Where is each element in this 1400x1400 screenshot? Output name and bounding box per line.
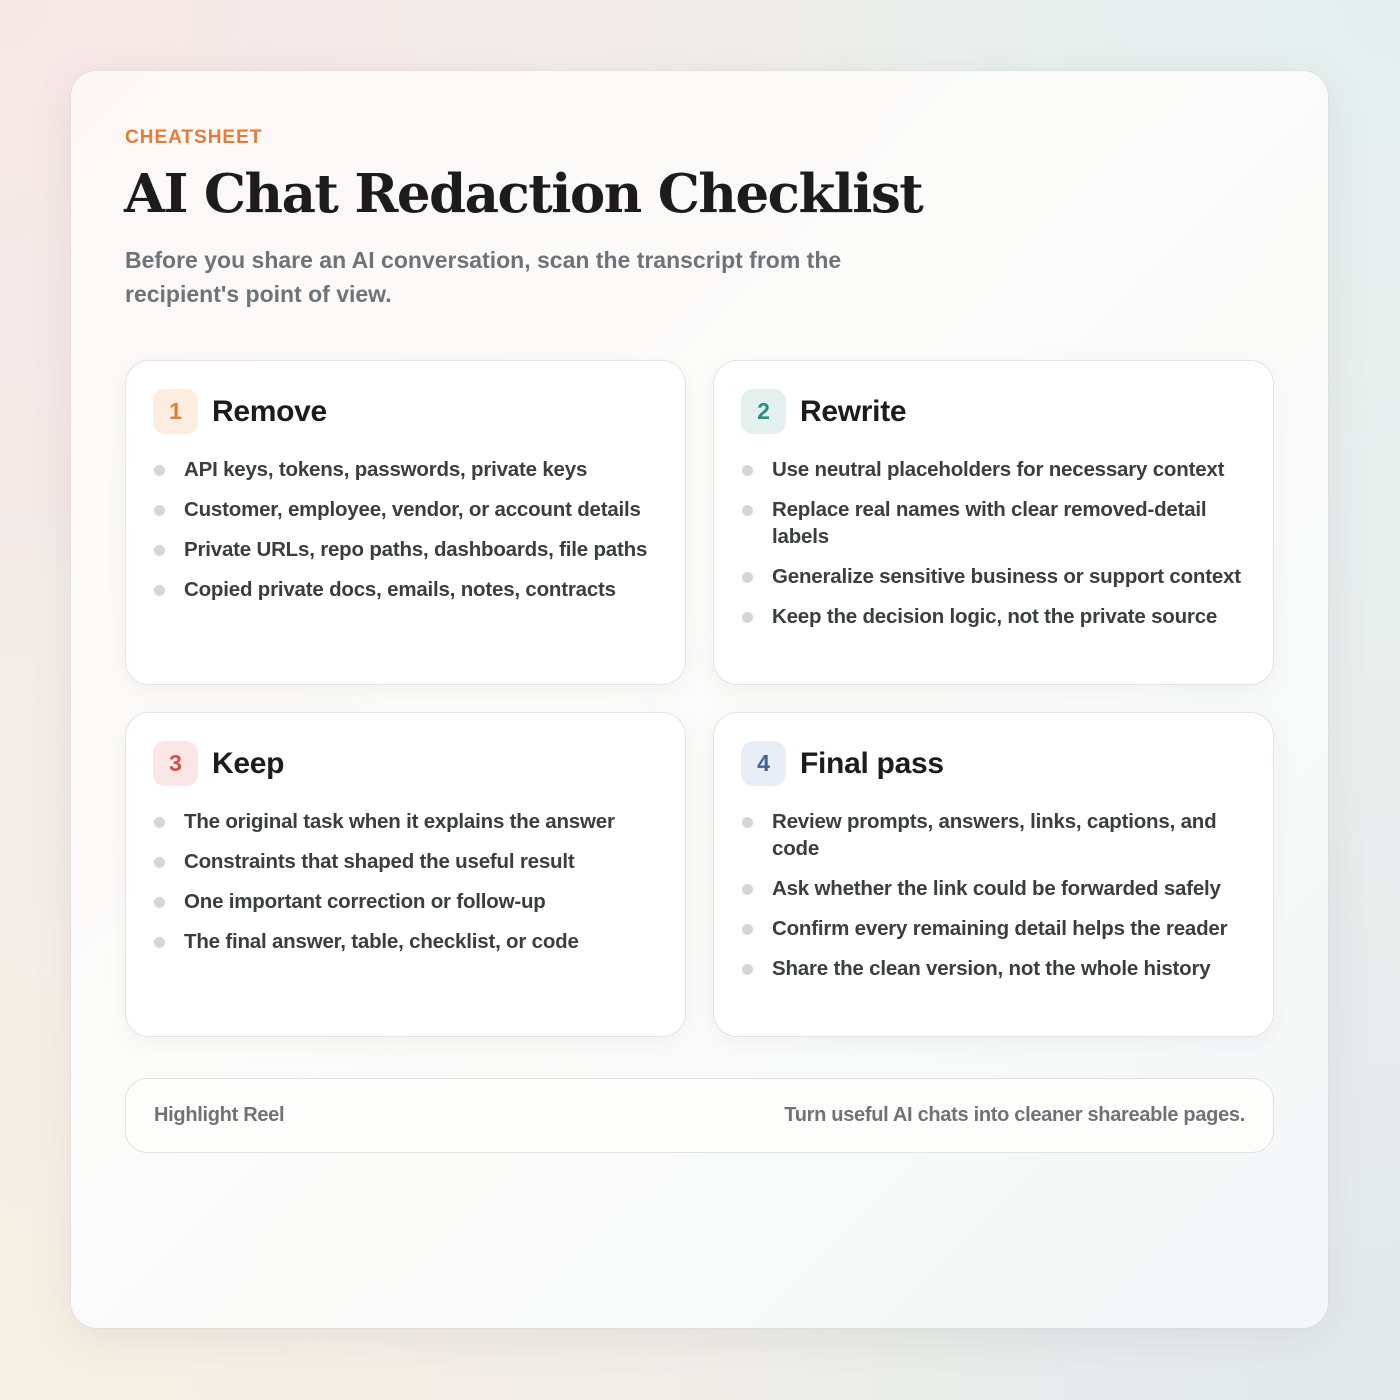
bullet-icon (742, 505, 753, 516)
checklist-item-text: Share the clean version, not the whole h… (772, 957, 1211, 980)
bullet-icon (742, 465, 753, 476)
checklist-item-text: Keep the decision logic, not the private… (772, 605, 1218, 628)
checklist: API keys, tokens, passwords, private key… (153, 456, 663, 616)
bullet-icon (154, 897, 165, 908)
section-title: Rewrite (800, 394, 907, 428)
checklist-item: Confirm every remaining detail helps the… (741, 915, 1251, 942)
bullet-icon (154, 817, 165, 828)
checklist-item-text: Confirm every remaining detail helps the… (772, 917, 1228, 940)
section-card-final-pass: 4 Final pass Review prompts, answers, li… (713, 712, 1274, 1037)
bullet-icon (742, 964, 753, 975)
section-header: 4 Final pass (741, 741, 944, 786)
eyebrow-label: CHEATSHEET (125, 127, 263, 148)
bullet-icon (742, 884, 753, 895)
checklist-item-text: Copied private docs, emails, notes, cont… (184, 578, 616, 601)
checklist-item-text: Private URLs, repo paths, dashboards, fi… (184, 538, 648, 561)
page-subtitle: Before you share an AI conversation, sca… (125, 247, 842, 307)
checklist-item-text: Customer, employee, vendor, or account d… (184, 498, 641, 521)
section-title: Remove (212, 394, 327, 428)
section-header: 3 Keep (153, 741, 284, 786)
page-title: AI Chat Redaction Checklist (124, 163, 924, 225)
checklist-item: Ask whether the link could be forwarded … (741, 875, 1251, 902)
checklist-item: Keep the decision logic, not the private… (741, 603, 1251, 630)
checklist-item: Use neutral placeholders for necessary c… (741, 456, 1251, 483)
checklist-item-text: Review prompts, answers, links, captions… (772, 810, 1217, 860)
section-card-remove: 1 Remove API keys, tokens, passwords, pr… (125, 360, 686, 685)
checklist-item-text: Ask whether the link could be forwarded … (772, 877, 1221, 900)
section-title: Final pass (800, 746, 944, 780)
checklist-item-text: API keys, tokens, passwords, private key… (184, 458, 588, 481)
checklist-item: Review prompts, answers, links, captions… (741, 808, 1251, 862)
step-number-badge: 2 (741, 389, 786, 434)
checklist-item: Replace real names with clear removed-de… (741, 496, 1251, 550)
checklist-item: Constraints that shaped the useful resul… (153, 848, 663, 875)
cheatsheet-card: CHEATSHEET AI Chat Redaction Checklist B… (71, 71, 1328, 1328)
bullet-icon (154, 937, 165, 948)
step-number-badge: 4 (741, 741, 786, 786)
section-header: 2 Rewrite (741, 389, 907, 434)
checklist-item-text: One important correction or follow-up (184, 890, 546, 913)
bullet-icon (154, 585, 165, 596)
bullet-icon (154, 857, 165, 868)
checklist-item-text: Generalize sensitive business or support… (772, 565, 1241, 588)
checklist-item: The original task when it explains the a… (153, 808, 663, 835)
section-title: Keep (212, 746, 285, 780)
checklist-item: Customer, employee, vendor, or account d… (153, 496, 663, 523)
step-number-badge: 3 (153, 741, 198, 786)
checklist-item: API keys, tokens, passwords, private key… (153, 456, 663, 483)
checklist-item-text: The original task when it explains the a… (184, 810, 615, 833)
bullet-icon (154, 545, 165, 556)
checklist-item: Copied private docs, emails, notes, cont… (153, 576, 663, 603)
checklist-item: Share the clean version, not the whole h… (741, 955, 1251, 982)
checklist-item: One important correction or follow-up (153, 888, 663, 915)
bullet-icon (742, 817, 753, 828)
bullet-icon (154, 505, 165, 516)
bullet-icon (742, 612, 753, 623)
brand-name: Highlight Reel (154, 1104, 285, 1126)
bullet-icon (154, 465, 165, 476)
checklist-item-text: Replace real names with clear removed-de… (772, 498, 1207, 548)
section-header: 1 Remove (153, 389, 327, 434)
checklist: Use neutral placeholders for necessary c… (741, 456, 1251, 643)
checklist-item-text: Constraints that shaped the useful resul… (184, 850, 575, 873)
bullet-icon (742, 572, 753, 583)
brand-tagline: Turn useful AI chats into cleaner sharea… (784, 1104, 1245, 1126)
checklist: The original task when it explains the a… (153, 808, 663, 968)
checklist: Review prompts, answers, links, captions… (741, 808, 1251, 995)
checklist-item: Generalize sensitive business or support… (741, 563, 1251, 590)
checklist-item: The final answer, table, checklist, or c… (153, 928, 663, 955)
step-number-badge: 1 (153, 389, 198, 434)
bullet-icon (742, 924, 753, 935)
checklist-item-text: The final answer, table, checklist, or c… (184, 930, 579, 953)
checklist-item-text: Use neutral placeholders for necessary c… (772, 458, 1225, 481)
section-card-rewrite: 2 Rewrite Use neutral placeholders for n… (713, 360, 1274, 685)
footer-bar: Highlight Reel Turn useful AI chats into… (125, 1078, 1274, 1153)
checklist-item: Private URLs, repo paths, dashboards, fi… (153, 536, 663, 563)
section-card-keep: 3 Keep The original task when it explain… (125, 712, 686, 1037)
